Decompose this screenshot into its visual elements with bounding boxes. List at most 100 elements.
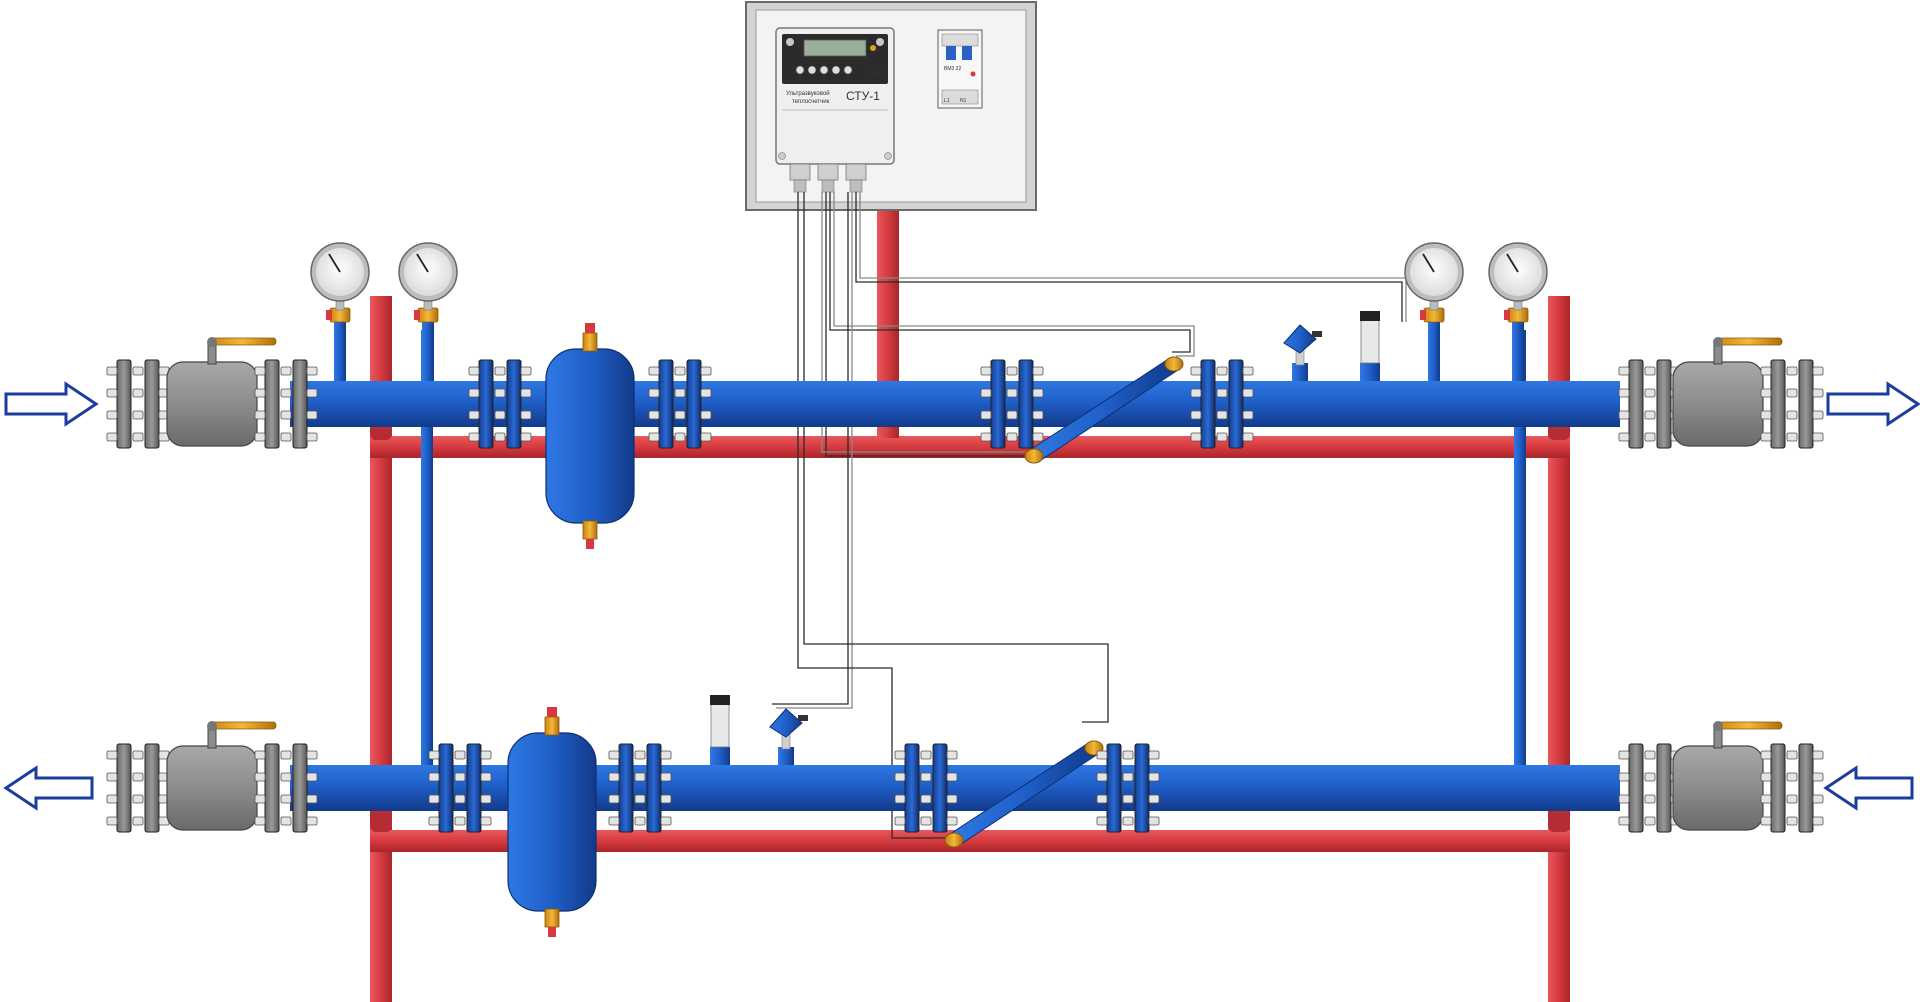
bolt-icon <box>1618 366 1630 376</box>
bolt-icon <box>254 410 266 420</box>
bolt-icon <box>700 432 712 442</box>
bolt-icon <box>1618 816 1630 826</box>
gauge-riser-pipe <box>334 314 346 381</box>
sensor-gland <box>798 715 808 721</box>
frame-center-post <box>877 206 899 438</box>
gauge-needle-icon <box>416 253 429 273</box>
cable-gland <box>789 163 811 181</box>
flange <box>1628 743 1644 833</box>
sensor-gland <box>1312 331 1322 337</box>
gauge-valve-handle-icon <box>326 310 332 320</box>
separator-tank <box>507 732 597 912</box>
vent-cap-icon <box>585 323 595 333</box>
bolt-icon <box>1812 432 1824 442</box>
bolt-icon <box>894 750 906 760</box>
bolt-icon <box>106 750 118 760</box>
sensor-head-icon <box>769 708 803 738</box>
gauge-valve-handle-icon <box>414 310 420 320</box>
gauge-riser-pipe <box>1512 314 1524 381</box>
screw-icon <box>786 38 794 46</box>
bolt-icon <box>428 750 440 760</box>
separator-top-vent <box>544 716 560 736</box>
separator-top-vent <box>582 332 598 352</box>
bolt-icon <box>106 794 118 804</box>
bolt-icon <box>700 388 712 398</box>
flange-pair <box>1618 743 1682 833</box>
bolt-icon <box>1786 816 1798 826</box>
transducer-icon <box>944 832 964 848</box>
bolt-icon <box>520 432 532 442</box>
flow-arrows <box>3 381 1920 811</box>
flange <box>1228 359 1244 449</box>
vent-cap-icon <box>547 707 557 717</box>
bolt-icon <box>1760 432 1772 442</box>
flange <box>292 359 308 449</box>
bolt-icon <box>946 794 958 804</box>
bolt-icon <box>1786 410 1798 420</box>
bolt-icon <box>468 366 480 376</box>
bolt-icon <box>1760 366 1772 376</box>
transducer-icon <box>1024 448 1044 464</box>
arrow-right-icon <box>4 381 99 427</box>
bolt-icon <box>306 432 318 442</box>
bolt-icon <box>306 772 318 782</box>
flange <box>686 359 702 449</box>
pressure-gauge <box>310 242 370 381</box>
bolt-icon <box>674 410 686 420</box>
separator-tank <box>545 348 635 524</box>
ultrasonic-flowmeter <box>1024 356 1184 464</box>
flange-pair <box>1760 359 1824 449</box>
bolt-icon <box>106 816 118 826</box>
breaker-top-terminals <box>941 33 979 47</box>
bolt-icon <box>1644 432 1656 442</box>
gauge-riser-pipe <box>422 314 434 381</box>
breaker-terminal-n1: N1 <box>960 98 967 104</box>
bolt-icon <box>520 410 532 420</box>
bolt-icon <box>1786 750 1798 760</box>
bolt-icon <box>1032 366 1044 376</box>
bolt-icon <box>1786 772 1798 782</box>
separator-drain <box>582 520 598 540</box>
bolt-icon <box>608 772 620 782</box>
bolt-icon <box>280 794 292 804</box>
bolt-icon <box>1618 794 1630 804</box>
bolt-icon <box>280 816 292 826</box>
flange <box>478 359 494 449</box>
breaker-toggle-icon <box>946 46 956 60</box>
meter-key-icon <box>819 65 829 75</box>
flange <box>1200 359 1216 449</box>
bolt-icon <box>1644 794 1656 804</box>
valve-nut <box>1713 337 1723 347</box>
bolt-icon <box>428 794 440 804</box>
bolt-icon <box>494 410 506 420</box>
cable-gland-nut <box>849 179 863 193</box>
temperature-sensor <box>769 708 808 765</box>
bolt-icon <box>634 772 646 782</box>
meter-key-icon <box>807 65 817 75</box>
bolt-icon <box>980 366 992 376</box>
sensor-boss <box>778 747 794 765</box>
flange <box>116 743 132 833</box>
bolt-icon <box>280 772 292 782</box>
bolt-icon <box>1006 432 1018 442</box>
cable-lower-pressure-sensor <box>772 192 849 705</box>
bolt-icon <box>894 794 906 804</box>
meter-key-icon <box>795 65 805 75</box>
valve-body <box>166 745 258 831</box>
bolt-icon <box>634 816 646 826</box>
flange-pair <box>254 743 318 833</box>
pipelines <box>106 242 1824 937</box>
bolt-icon <box>1760 772 1772 782</box>
bolt-icon <box>494 388 506 398</box>
breaker-bottom-terminals <box>941 89 979 105</box>
bolt-icon <box>1216 410 1228 420</box>
ball-valve <box>1672 337 1783 447</box>
pressure-gauge <box>1404 242 1464 381</box>
sensor-body <box>1360 318 1380 364</box>
bolt-icon <box>106 772 118 782</box>
bolt-icon <box>946 750 958 760</box>
gauge-valve-handle-icon <box>1420 310 1426 320</box>
flange-pair <box>1096 743 1160 833</box>
bolt-icon <box>254 772 266 782</box>
